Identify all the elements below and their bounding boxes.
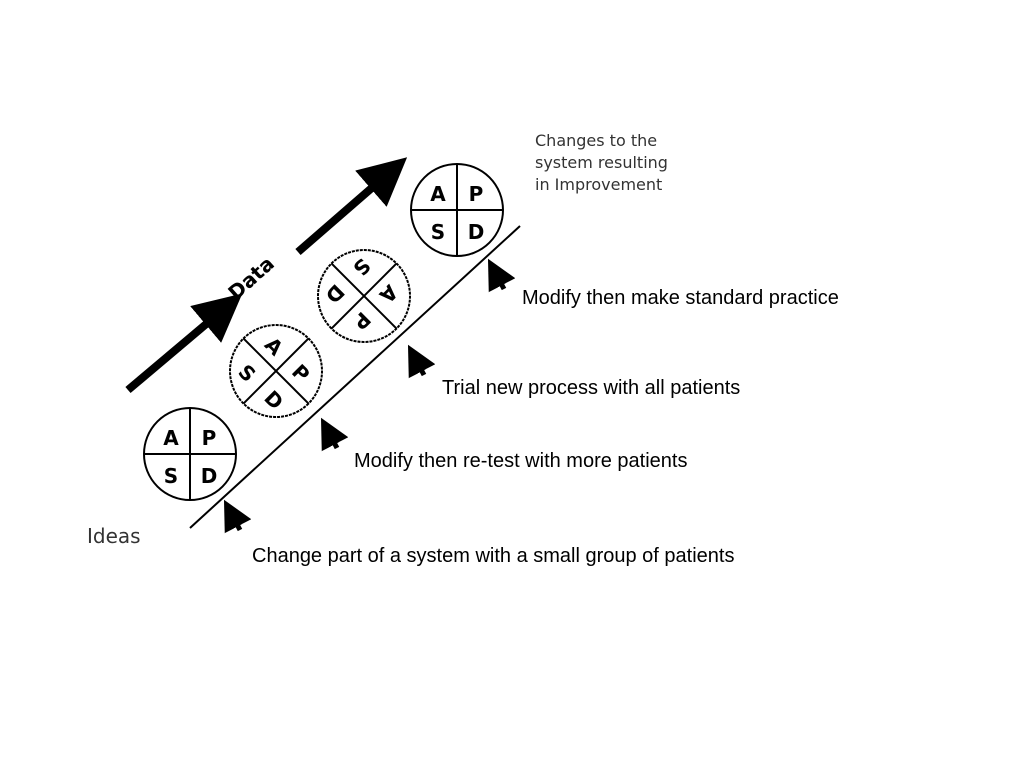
- step-arrow-4: [487, 258, 516, 293]
- step-arrow-1: [223, 499, 252, 534]
- step-label-4: Modify then make standard practice: [522, 287, 839, 309]
- data-arrow-lower: [125, 293, 243, 394]
- step-arrow-3: [407, 344, 436, 379]
- step-label-3: Trial new process with all patients: [442, 377, 741, 399]
- improvement-note-line-1: Changes to the: [535, 131, 658, 150]
- improvement-note-line-2: system resulting: [535, 153, 668, 172]
- cycle-1-letter-s: S: [164, 464, 178, 488]
- cycle-4-letter-s: S: [431, 220, 445, 244]
- pdsa-cycle-3: A P S D: [317, 249, 411, 343]
- improvement-note: Changes to the system resulting in Impro…: [535, 130, 668, 196]
- data-label: Data: [223, 251, 279, 304]
- ramp-line: [189, 225, 521, 529]
- data-arrow-upper: [295, 157, 408, 256]
- improvement-note-line-3: in Improvement: [535, 175, 663, 194]
- pdsa-cycle-2: A P S D: [229, 324, 323, 418]
- cycle-1-letter-a: A: [163, 426, 179, 450]
- cycle-1-letter-p: P: [202, 426, 217, 450]
- ideas-label: Ideas: [87, 524, 141, 548]
- step-label-1: Change part of a system with a small gro…: [252, 545, 735, 567]
- step-label-2: Modify then re-test with more patients: [354, 450, 688, 472]
- cycle-4-letter-d: D: [468, 220, 485, 244]
- pdsa-cycle-1: A P S D: [143, 407, 237, 501]
- pdsa-cycle-4: A P S D: [410, 163, 504, 257]
- cycle-1-letter-d: D: [201, 464, 218, 488]
- cycle-4-letter-a: A: [430, 182, 446, 206]
- step-arrow-2: [320, 417, 349, 452]
- cycle-4-letter-p: P: [469, 182, 484, 206]
